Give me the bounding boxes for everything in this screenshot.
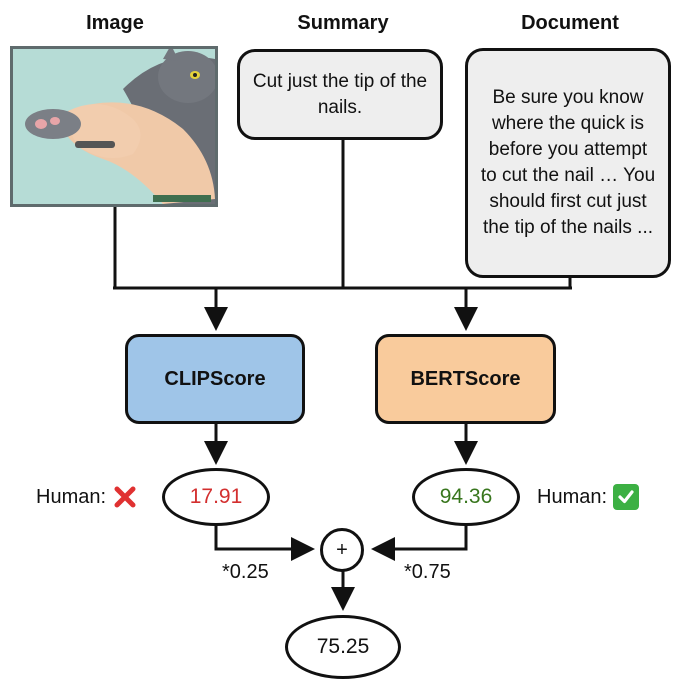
cat-paw-hand-picture xyxy=(13,49,215,204)
human-judgement-bert: Human: xyxy=(537,484,640,510)
column-title-document: Document xyxy=(521,12,619,34)
document-bubble: Be sure you know where the quick is befo… xyxy=(465,48,671,278)
document-text: Be sure you know where the quick is befo… xyxy=(480,87,656,238)
human-label-bert: Human: xyxy=(537,485,608,508)
summary-text: Cut just the tip of the nails. xyxy=(252,70,428,118)
clipscore-label: CLIPScore xyxy=(164,367,266,390)
cross-mark-icon xyxy=(112,484,138,510)
bertscore-box: BERTScore xyxy=(375,334,556,424)
human-label-clip: Human: xyxy=(36,485,107,508)
column-title-summary: Summary xyxy=(297,12,389,34)
clip-weight: *0.25 xyxy=(222,561,269,583)
bertscore-label: BERTScore xyxy=(410,367,521,390)
summary-bubble: Cut just the tip of the nails. xyxy=(237,49,443,140)
plus-symbol: + xyxy=(336,538,348,561)
arrow-bert-to-plus xyxy=(371,524,468,561)
bertscore-value: 94.36 xyxy=(412,468,520,526)
plus-operator: + xyxy=(320,528,364,572)
arrow-clip-to-plus xyxy=(214,524,315,561)
clipscore-box: CLIPScore xyxy=(125,334,305,424)
final-score-text: 75.25 xyxy=(316,635,370,658)
human-judgement-clip: Human: xyxy=(36,484,138,510)
cat-nail-illustration xyxy=(10,46,218,207)
column-title-image: Image xyxy=(86,12,144,34)
bertscore-value-text: 94.36 xyxy=(439,485,493,508)
check-mark-icon xyxy=(613,484,640,510)
clipscore-value-text: 17.91 xyxy=(189,485,243,508)
bert-weight: *0.75 xyxy=(404,561,451,583)
clipscore-value: 17.91 xyxy=(162,468,270,526)
final-score: 75.25 xyxy=(285,615,401,679)
